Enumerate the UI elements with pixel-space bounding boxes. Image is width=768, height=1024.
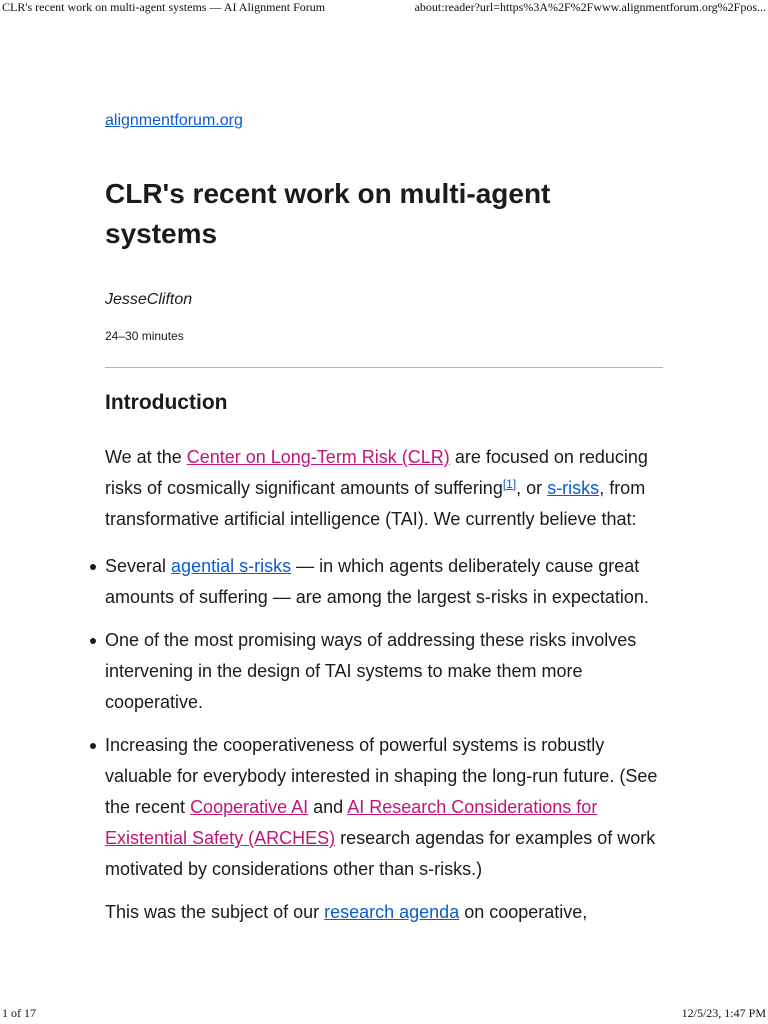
intro-text-3: , or [516,478,548,498]
print-header-url: about:reader?url=https%3A%2F%2Fwww.align… [414,0,766,14]
intro-paragraph: We at the Center on Long-Term Risk (CLR)… [105,442,663,535]
bullet-3-text-2: and [308,797,348,817]
article-title: CLR's recent work on multi-agent systems [105,178,551,249]
clr-link[interactable]: Center on Long-Term Risk (CLR) [186,447,450,467]
s-risks-link[interactable]: s-risks [547,478,600,498]
print-datetime: 12/5/23, 1:47 PM [681,1006,766,1020]
domain-link[interactable]: alignmentforum.org [105,112,243,129]
bullet-1-text-1: Several [105,556,172,576]
beliefs-list: Several agential s-risks — in which agen… [90,551,663,885]
author-byline: JesseClifton [105,291,193,308]
reader-article: alignmentforum.org CLR's recent work on … [90,112,663,928]
footnote-1-link[interactable]: [1] [502,477,517,491]
page-counter: 1 of 17 [2,1006,36,1020]
closing-text-2: on cooperative, [459,902,588,922]
bullet-3-text-1: Increasing the cooperativeness of powerf… [105,735,658,817]
cooperative-ai-link[interactable]: Cooperative AI [190,797,309,817]
intro-text-1: We at the [105,447,187,467]
intro-text-4: , from transformative artificial intelli… [105,478,646,529]
list-item: One of the most promising ways of addres… [90,625,663,718]
print-footer: 1 of 17 12/5/23, 1:47 PM [0,1006,768,1020]
bullet-3-text-3: research agendas for examples of work mo… [105,828,656,879]
research-agenda-link[interactable]: research agenda [324,902,460,922]
bullet-1-text-2: — in which agents deliberately cause gre… [105,556,649,607]
reading-time: 24–30 minutes [105,329,184,343]
list-item: Increasing the cooperativeness of powerf… [90,730,663,885]
closing-text-1: This was the subject of our [105,902,325,922]
bullet-2-text: One of the most promising ways of addres… [105,630,637,712]
arches-link[interactable]: AI Research Considerations for Existenti… [105,797,598,848]
print-header: CLR's recent work on multi-agent systems… [0,0,768,14]
section-heading-introduction: Introduction [105,391,228,414]
closing-paragraph: This was the subject of our research age… [105,897,663,928]
intro-text-2: are focused on reducing risks of cosmica… [105,447,648,498]
list-item: Several agential s-risks — in which agen… [90,551,663,613]
agential-s-risks-link[interactable]: agential s-risks [171,556,292,576]
print-header-title: CLR's recent work on multi-agent systems… [2,0,326,14]
header-divider [105,367,663,368]
